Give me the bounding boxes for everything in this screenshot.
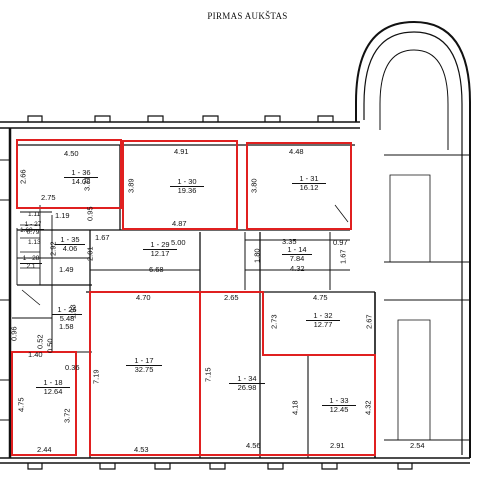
dimension-label: 3.72 [62,408,72,424]
dimension-label: 4.75 [313,293,328,302]
dimension-label: 1.60 [20,227,33,234]
dimension-label: 4.48 [289,147,304,156]
dimension-label: 3.71 [82,176,92,192]
dimension-label: 4.50 [64,149,79,158]
dimension-label: 2.66 [18,169,28,185]
highlighted-room-outlines [11,139,376,456]
dimension-label: 0.50 [45,338,55,354]
dimension-label: 1.49 [59,265,74,274]
dimension-label: 2.67 [364,314,374,330]
dimension-label: 2.44 [37,445,52,454]
dimension-label: 4.87 [172,219,187,228]
dimension-label: 3.35 [282,237,297,246]
dimension-label: 0.36 [65,363,80,372]
dimension-label: 4.53 [134,445,149,454]
dimension-label: 2.01 [85,246,95,262]
dimension-label: 3.89 [126,178,136,194]
dimension-label: 1.13 [28,239,41,246]
dimension-label: 1.19 [55,211,70,220]
dimension-label: 2.65 [224,293,239,302]
dimension-label: 4.91 [174,147,189,156]
dimension-label: 4.56 [246,441,261,450]
dimension-label: 7.15 [203,367,213,383]
dimension-label: 0.97 [333,238,348,247]
dimension-label: 2.73 [269,314,279,330]
dimension-label: 2.91 [330,441,345,450]
dimension-label: 2.75 [41,193,56,202]
dimension-label: 1.11 [28,211,41,218]
dimension-label: 4.32 [290,264,305,273]
dimension-label: 6.68 [149,265,164,274]
page-title: PIRMAS AUKŠTAS [207,11,288,21]
dimension-label: 1.67 [338,249,348,265]
dimension-label: 2.54 [410,441,425,450]
dimension-label: 0.96 [9,326,19,342]
dimension-label: 1.80 [252,248,262,264]
dimension-label: 1.58 [59,322,74,331]
dimension-label: 1.93 [68,304,78,320]
dimension-label: 2.92 [48,241,58,257]
dimension-label: 4.70 [136,293,151,302]
dimension-label: 4.18 [290,400,300,416]
dimension-label: 4.32 [363,400,373,416]
dimension-label: 0.95 [85,206,95,222]
dimension-label: 4.75 [16,397,26,413]
dimension-label: 7.19 [91,369,101,385]
dimension-label: 5.00 [171,238,186,247]
dimension-label: 1.67 [95,233,110,242]
dimension-label: 0.52 [35,334,45,350]
dimension-label: 3.80 [249,178,259,194]
dimension-label: 1.40 [28,350,43,359]
